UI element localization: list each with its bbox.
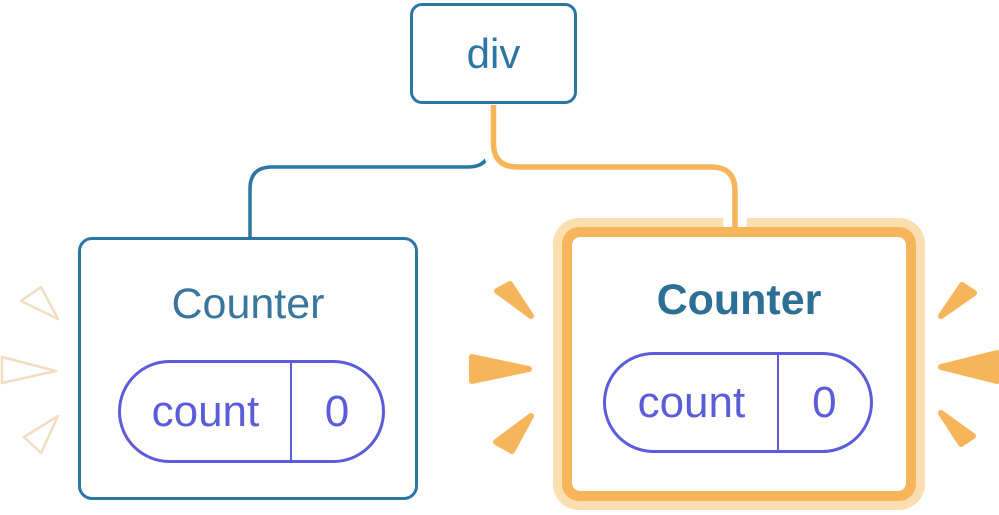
edge-root-to-right-counter <box>490 105 738 230</box>
node-div: div <box>410 3 577 104</box>
state-key-label: count <box>121 363 292 460</box>
spark-icon <box>469 354 532 384</box>
counter-right-content: Counter count 0 <box>572 237 906 491</box>
edge-root-to-left-counter <box>248 105 492 240</box>
state-value-label: 0 <box>324 386 350 436</box>
spark-icon <box>938 410 976 447</box>
burst-right-counter-left <box>469 281 534 454</box>
node-counter-right: Counter count 0 <box>553 218 925 510</box>
spark-icon <box>22 414 60 455</box>
node-counter-left: Counter count 0 <box>78 237 418 500</box>
spark-icon <box>19 285 60 321</box>
state-value-label: 0 <box>812 377 837 427</box>
spark-icon <box>938 350 999 384</box>
highlight-border: Counter count 0 <box>562 227 916 501</box>
spark-icon <box>493 413 534 454</box>
counter-left-title: Counter <box>171 280 325 328</box>
edge-root-to-right-counter-casing <box>482 105 747 227</box>
spark-icon <box>0 355 58 385</box>
spark-icon <box>938 282 977 319</box>
state-pill-left: count 0 <box>118 360 385 463</box>
spark-icon <box>494 281 534 319</box>
state-key-label: count <box>606 355 779 450</box>
div-node-label: div <box>466 29 521 77</box>
burst-right-counter-right <box>938 282 999 447</box>
counter-right-title: Counter <box>656 276 822 324</box>
state-pill-right: count 0 <box>603 352 873 453</box>
burst-left-counter <box>0 285 60 455</box>
